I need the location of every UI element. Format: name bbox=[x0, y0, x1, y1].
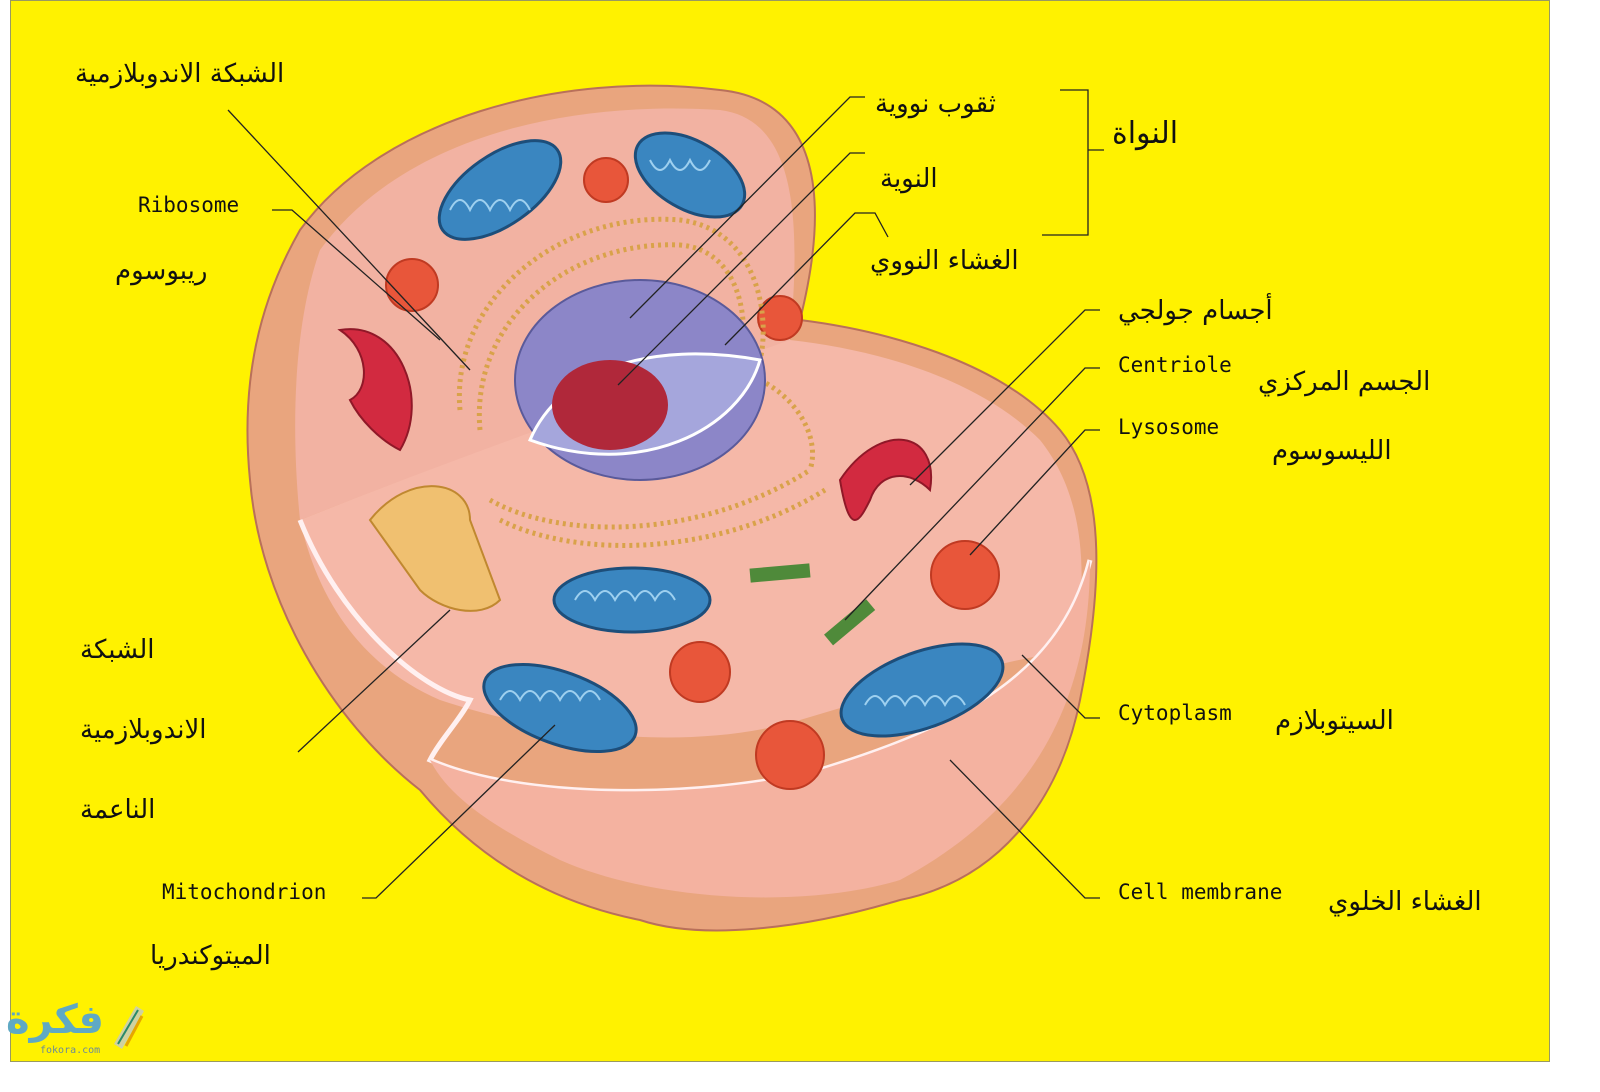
label-rough-er: الشبكة الاندوبلازمية bbox=[75, 59, 285, 89]
mitochondrion-cristae bbox=[864, 695, 966, 708]
leader-rough-er bbox=[227, 109, 471, 371]
label-smooth-er-1: الشبكة bbox=[80, 635, 155, 665]
label-nuclear-pores: ثقوب نووية bbox=[875, 89, 996, 119]
leader-golgi bbox=[909, 309, 1100, 486]
lysosome bbox=[583, 157, 629, 203]
watermark-text-en: fokora.com bbox=[40, 1045, 101, 1056]
mitochondrion bbox=[552, 566, 712, 634]
rough-er bbox=[476, 242, 746, 431]
smooth-er bbox=[368, 485, 502, 612]
label-nucleolus: النوية bbox=[880, 164, 938, 194]
golgi-body bbox=[337, 328, 413, 452]
leader-nuclear-envelope bbox=[724, 212, 889, 346]
mitochondrion bbox=[839, 642, 1005, 738]
lysosome bbox=[669, 641, 731, 703]
leader-mitochondrion bbox=[362, 724, 556, 899]
label-mitochondrion-en: Mitochondrion bbox=[162, 880, 327, 904]
label-cytoplasm-ar: السيتوبلازم bbox=[1275, 706, 1394, 736]
leader-lysosome bbox=[969, 429, 1100, 556]
label-lysosome-ar: الليسوسوم bbox=[1272, 436, 1392, 466]
lysosome bbox=[385, 258, 439, 312]
label-ribosome-en: Ribosome bbox=[138, 193, 240, 217]
watermark-text-ar: فكرة bbox=[6, 997, 104, 1043]
nucleus-bracket bbox=[1042, 89, 1104, 236]
label-lysosome-en: Lysosome bbox=[1118, 415, 1220, 439]
rough-er bbox=[758, 377, 816, 471]
mitochondrion bbox=[482, 662, 638, 754]
leader-nuclear-pores bbox=[629, 96, 865, 319]
label-cytoplasm-en: Cytoplasm bbox=[1118, 701, 1232, 725]
leader-cytoplasm bbox=[1021, 654, 1100, 719]
rough-er bbox=[456, 216, 766, 411]
label-golgi: أجسام جولجي bbox=[1118, 296, 1273, 326]
leader-centriole bbox=[844, 367, 1100, 621]
mitochondrion bbox=[437, 139, 563, 241]
label-smooth-er-3: الناعمة bbox=[80, 795, 156, 825]
lysosome bbox=[755, 720, 825, 790]
watermark-logo: فكرة fokora.com bbox=[6, 1000, 146, 1060]
label-cell-membrane-ar: الغشاء الخلوي bbox=[1328, 887, 1482, 917]
leader-ribosome bbox=[272, 209, 441, 341]
leader-nucleolus bbox=[617, 152, 865, 386]
nucleolus bbox=[552, 360, 668, 450]
centriole bbox=[824, 599, 876, 646]
label-ribosome-ar: ريبوسوم bbox=[115, 256, 208, 286]
label-mitochondrion-ar: الميتوكندريا bbox=[150, 941, 271, 971]
golgi-body bbox=[838, 438, 933, 521]
rough-er bbox=[498, 487, 827, 548]
leader-cell-membrane bbox=[949, 759, 1100, 899]
mitochondrion-cristae bbox=[449, 199, 531, 213]
cytoplasm-floor bbox=[300, 340, 1082, 738]
leader-smooth-er bbox=[297, 609, 451, 753]
cytoplasm-lower bbox=[430, 560, 1090, 898]
pencil-icon bbox=[114, 1006, 144, 1049]
mitochondrion-cristae bbox=[649, 157, 711, 171]
mitochondrion-cristae bbox=[574, 590, 676, 603]
lysosome bbox=[930, 540, 1000, 610]
centriole bbox=[749, 563, 811, 583]
label-nucleus: النواة bbox=[1112, 116, 1179, 151]
label-cell-membrane-en: Cell membrane bbox=[1118, 880, 1283, 904]
lysosome bbox=[757, 295, 803, 341]
mitochondrion-cristae bbox=[499, 690, 601, 703]
rough-er bbox=[488, 467, 812, 530]
label-centriole-ar: الجسم المركزي bbox=[1258, 367, 1431, 397]
label-centriole-en: Centriole bbox=[1118, 353, 1232, 377]
label-nuclear-envelope: الغشاء النووي bbox=[870, 246, 1019, 276]
label-smooth-er-2: الاندوبلازمية bbox=[80, 715, 207, 745]
